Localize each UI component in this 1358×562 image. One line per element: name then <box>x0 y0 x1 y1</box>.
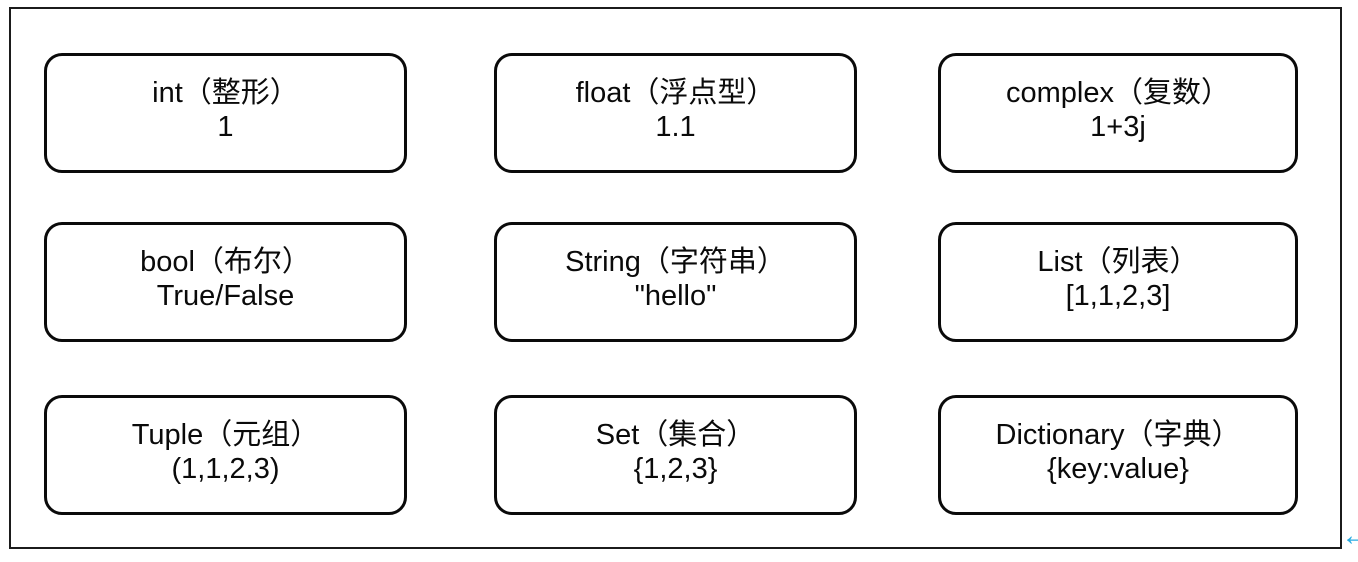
type-title: Set（集合） <box>595 418 756 451</box>
type-title: List（列表） <box>1037 245 1199 278</box>
type-box-complex: complex（复数） 1+3j <box>938 53 1298 173</box>
type-title: float（浮点型） <box>575 76 776 109</box>
type-example: {1,2,3} <box>633 453 718 485</box>
type-box-list: List（列表） [1,1,2,3] <box>938 222 1298 342</box>
back-arrow-icon[interactable]: ← <box>1341 519 1358 552</box>
type-box-set: Set（集合） {1,2,3} <box>494 395 857 515</box>
type-box-tuple: Tuple（元组） (1,1,2,3) <box>44 395 407 515</box>
type-title: complex（复数） <box>1006 76 1230 109</box>
type-box-dictionary: Dictionary（字典） {key:value} <box>938 395 1298 515</box>
type-box-bool: bool（布尔） True/False <box>44 222 407 342</box>
type-box-float: float（浮点型） 1.1 <box>494 53 857 173</box>
type-title: bool（布尔） <box>140 245 311 278</box>
type-example: True/False <box>156 280 295 312</box>
type-title: int（整形） <box>152 76 299 109</box>
type-example: [1,1,2,3] <box>1065 280 1171 312</box>
type-example: 1 <box>217 111 234 143</box>
type-example: {key:value} <box>1047 453 1189 485</box>
type-example: 1.1 <box>655 111 696 143</box>
type-example: (1,1,2,3) <box>171 453 280 485</box>
type-title: Dictionary（字典） <box>995 418 1241 451</box>
type-title: Tuple（元组） <box>131 418 320 451</box>
type-example: 1+3j <box>1090 111 1146 143</box>
type-example: "hello" <box>634 280 717 312</box>
type-box-string: String（字符串） "hello" <box>494 222 857 342</box>
type-box-int: int（整形） 1 <box>44 53 407 173</box>
type-title: String（字符串） <box>565 245 786 278</box>
